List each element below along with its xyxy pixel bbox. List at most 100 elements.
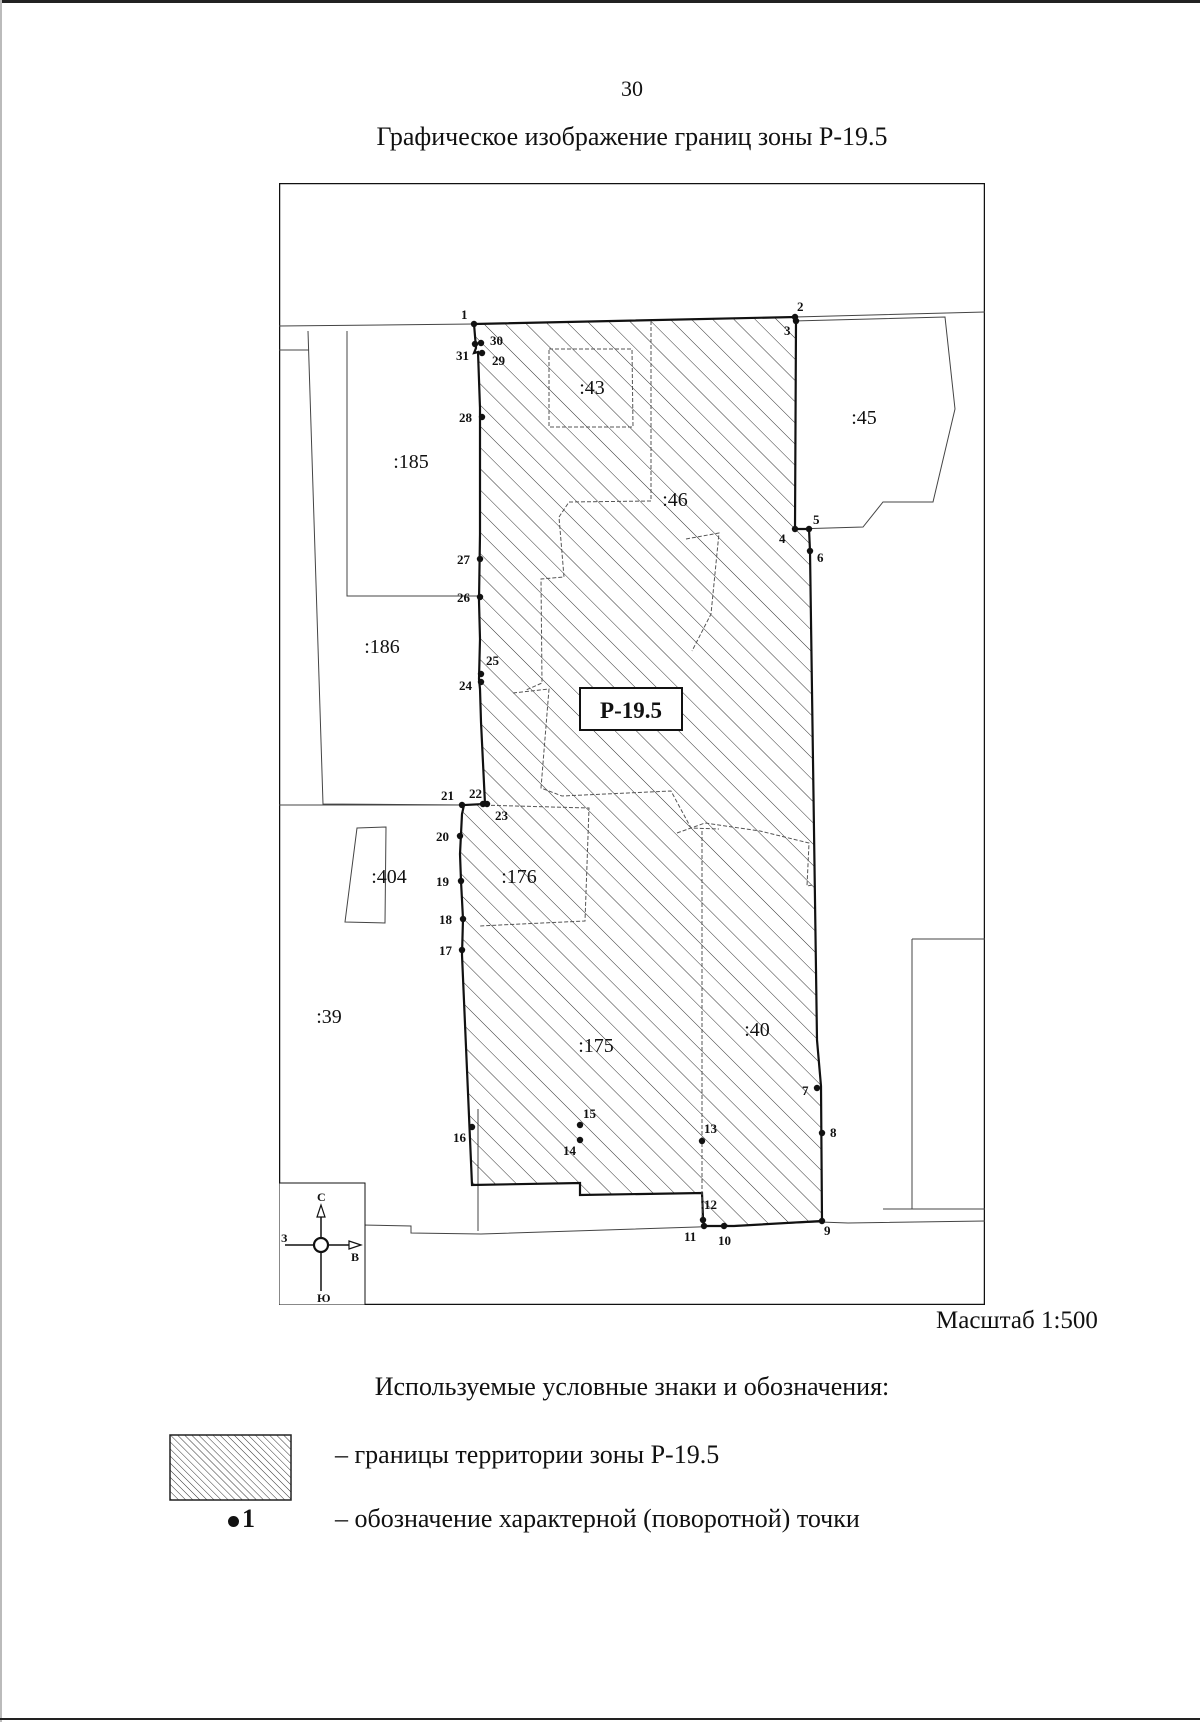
boundary-point-marker	[483, 800, 491, 808]
legend-point-text: – обозначение характерной (поворотной) т…	[335, 1504, 860, 1533]
point-label-5: 5	[813, 512, 820, 527]
parcel-46-west-boundary	[525, 321, 652, 691]
boundary-point-marker	[818, 1217, 826, 1225]
parcel-label-45: :45	[851, 407, 877, 429]
boundary-point-marker	[458, 801, 466, 809]
parcel-label-176: :176	[501, 866, 537, 888]
parcel-40-north-boundary	[676, 822, 814, 887]
point-label-21: 21	[441, 788, 454, 803]
boundary-point-marker	[698, 1137, 706, 1145]
point-label-10: 10	[718, 1233, 731, 1248]
point-label-2: 2	[797, 299, 804, 314]
point-label-22: 22	[469, 786, 482, 801]
boundary-point-marker	[476, 555, 484, 563]
boundary-point-marker	[576, 1121, 584, 1129]
point-label-30: 30	[490, 333, 503, 348]
parcel-label-186: :186	[364, 636, 400, 658]
boundary-point-marker	[813, 1084, 821, 1092]
point-label-26: 26	[457, 590, 471, 605]
point-label-11: 11	[684, 1229, 696, 1244]
parcel-185-boundary	[346, 331, 483, 597]
legend-point-number: 1	[242, 1504, 255, 1533]
point-label-31: 31	[456, 348, 469, 363]
boundary-point-marker	[471, 340, 479, 348]
boundary-point-marker	[468, 1123, 476, 1131]
compass-east-label: В	[351, 1250, 359, 1264]
point-label-8: 8	[830, 1125, 837, 1140]
legend-zone-text: – границы территории зоны Р-19.5	[335, 1440, 720, 1469]
boundary-point-marker	[470, 320, 478, 328]
legend-hatch-swatch	[169, 1434, 292, 1501]
zone-map: Р-19.5 :43 :45 :185 :46 :186 :404 :176 :…	[279, 183, 985, 1305]
point-label-17: 17	[439, 943, 453, 958]
page-number: 30	[621, 76, 643, 101]
point-dot-icon	[228, 1515, 239, 1527]
point-label-6: 6	[817, 550, 824, 565]
boundary-point-marker	[458, 946, 466, 954]
boundary-point-marker	[478, 413, 486, 421]
boundary-point-marker	[478, 349, 486, 357]
compass-rose: С Ю В З	[279, 1182, 366, 1305]
compass-south-label: Ю	[317, 1291, 331, 1305]
compass-north-label: С	[317, 1190, 326, 1204]
boundary-point-marker	[699, 1216, 707, 1224]
parcel-404-boundary	[344, 826, 387, 924]
point-label-23: 23	[495, 808, 509, 823]
parcel-label-185: :185	[393, 451, 429, 473]
point-label-25: 25	[486, 653, 500, 668]
point-label-27: 27	[457, 552, 471, 567]
boundary-point-marker	[476, 593, 484, 601]
point-label-3: 3	[784, 323, 791, 338]
point-label-12: 12	[704, 1197, 717, 1212]
parcel-label-40: :40	[744, 1019, 770, 1041]
point-label-29: 29	[492, 353, 506, 368]
point-label-15: 15	[583, 1106, 597, 1121]
parcel-label-39: :39	[316, 1006, 342, 1028]
point-label-19: 19	[436, 874, 450, 889]
boundary-point-marker	[818, 1129, 826, 1137]
map-scale: Масштаб 1:500	[936, 1307, 1098, 1334]
point-label-1: 1	[461, 307, 468, 322]
parcel-label-46: :46	[662, 489, 688, 511]
boundary-point-marker	[791, 525, 799, 533]
zone-r-19-5-area	[458, 315, 824, 1228]
boundary-point-marker	[459, 915, 467, 923]
point-label-9: 9	[824, 1223, 831, 1238]
point-label-7: 7	[802, 1083, 809, 1098]
boundary-point-marker	[720, 1222, 728, 1230]
point-label-20: 20	[436, 829, 449, 844]
boundary-point-marker	[792, 317, 800, 325]
point-label-24: 24	[459, 678, 473, 693]
boundary-point-marker	[477, 339, 485, 347]
boundary-point-marker	[457, 877, 465, 885]
parcel-176-boundary	[478, 804, 590, 927]
boundary-point-marker	[806, 547, 814, 555]
top-border-line	[0, 0, 1200, 3]
parcel-label-404: :404	[371, 866, 407, 888]
parcel-46-east-boundary	[685, 532, 720, 652]
point-label-14: 14	[563, 1143, 577, 1158]
zone-label: Р-19.5	[600, 698, 662, 723]
point-label-28: 28	[459, 410, 473, 425]
legend-title: Используемые условные знаки и обозначени…	[374, 1372, 890, 1401]
parcel-43-boundary	[548, 348, 634, 428]
parcel-label-43: :43	[579, 377, 605, 399]
compass-west-label: З	[281, 1231, 287, 1245]
parcel-45-boundary	[792, 316, 956, 530]
point-label-13: 13	[704, 1121, 718, 1136]
boundary-point-marker	[477, 670, 485, 678]
zone-label-box	[579, 687, 683, 731]
point-label-16: 16	[453, 1130, 467, 1145]
boundary-point-marker	[805, 525, 813, 533]
boundary-point-marker	[477, 678, 485, 686]
boundary-point-marker	[576, 1136, 584, 1144]
page-title: Графическое изображение границ зоны Р-19…	[376, 122, 888, 151]
road-edge-south	[361, 1220, 985, 1235]
boundary-point-marker	[700, 1222, 708, 1230]
boundary-point-marker	[456, 832, 464, 840]
left-border-line	[0, 0, 2, 1722]
point-label-4: 4	[779, 531, 786, 546]
bottom-border-line	[0, 1718, 1200, 1720]
legend-point-marker: 1	[228, 1504, 255, 1534]
parcel-label-175: :175	[578, 1035, 614, 1057]
